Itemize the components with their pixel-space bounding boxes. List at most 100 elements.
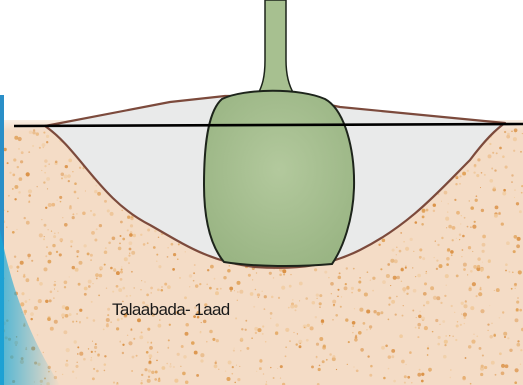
soil-speckle [340, 306, 342, 308]
soil-speckle [218, 369, 219, 370]
soil-speckle [444, 295, 446, 297]
soil-speckle [311, 365, 314, 368]
soil-speckle [487, 276, 490, 279]
soil-speckle [189, 286, 190, 287]
soil-speckle [164, 283, 167, 286]
soil-speckle [358, 331, 362, 335]
soil-speckle [403, 305, 404, 306]
soil-speckle [150, 292, 152, 294]
soil-speckle [480, 373, 483, 376]
soil-speckle [498, 212, 501, 215]
soil-speckle [461, 256, 462, 257]
soil-speckle [141, 374, 143, 376]
soil-speckle [503, 189, 506, 192]
soil-speckle [412, 310, 414, 312]
soil-speckle [65, 306, 69, 310]
soil-speckle [105, 247, 107, 249]
soil-speckle [124, 257, 128, 261]
soil-speckle [462, 249, 464, 251]
soil-speckle [44, 236, 45, 237]
soil-speckle [167, 347, 169, 349]
soil-speckle [119, 243, 121, 245]
soil-speckle [127, 335, 128, 336]
soil-speckle [229, 265, 231, 267]
soil-speckle [419, 248, 422, 251]
soil-speckle [44, 224, 47, 227]
soil-speckle [388, 319, 390, 321]
soil-speckle [389, 297, 392, 300]
soil-speckle [144, 281, 145, 282]
soil-speckle [39, 282, 43, 286]
soil-speckle [326, 359, 328, 361]
soil-speckle [169, 324, 171, 326]
soil-speckle [310, 326, 314, 330]
soil-speckle [226, 377, 230, 381]
soil-speckle [396, 247, 398, 249]
soil-speckle [277, 368, 278, 369]
soil-speckle [285, 328, 289, 332]
soil-speckle [110, 212, 114, 216]
soil-speckle [380, 311, 383, 314]
soil-speckle [423, 304, 425, 306]
soil-speckle [330, 282, 334, 286]
soil-speckle [482, 243, 486, 247]
soil-speckle [351, 287, 354, 290]
soil-speckle [46, 177, 50, 181]
soil-speckle [346, 267, 348, 269]
soil-speckle [173, 253, 176, 256]
soil-speckle [234, 290, 235, 291]
soil-speckle [74, 182, 77, 185]
soil-speckle [479, 288, 481, 290]
soil-speckle [337, 289, 339, 291]
soil-speckle [341, 296, 342, 297]
soil-speckle [245, 320, 247, 322]
soil-speckle [370, 365, 373, 368]
soil-speckle [464, 217, 466, 219]
soil-speckle [149, 358, 151, 360]
soil-speckle [427, 347, 429, 349]
soil-speckle [104, 200, 107, 203]
soil-speckle [59, 238, 63, 242]
soil-speckle [456, 175, 459, 178]
soil-speckle [316, 298, 317, 299]
soil-speckle [72, 171, 73, 172]
soil-speckle [133, 338, 135, 340]
soil-speckle [338, 276, 342, 280]
soil-speckle [474, 221, 476, 223]
soil-speckle [120, 221, 123, 224]
soil-speckle [122, 287, 125, 290]
soil-speckle [49, 299, 52, 302]
soil-speckle [299, 300, 300, 301]
soil-speckle [351, 292, 353, 294]
soil-speckle [511, 288, 513, 290]
soil-speckle [45, 255, 47, 257]
soil-speckle [520, 349, 522, 351]
soil-speckle [133, 234, 136, 237]
soil-speckle [469, 200, 470, 201]
soil-speckle [393, 276, 397, 280]
soil-speckle [446, 227, 447, 228]
soil-speckle [412, 267, 413, 268]
soil-speckle [366, 329, 368, 331]
soil-speckle [270, 312, 273, 315]
soil-speckle [9, 265, 13, 269]
soil-speckle [487, 323, 489, 325]
soil-speckle [236, 281, 240, 285]
soil-speckle [72, 213, 74, 215]
soil-speckle [324, 271, 327, 274]
soil-speckle [47, 188, 48, 189]
soil-speckle [303, 325, 307, 329]
soil-speckle [158, 379, 161, 382]
soil-speckle [155, 371, 158, 374]
soil-speckle [12, 188, 14, 190]
soil-speckle [319, 306, 320, 307]
soil-speckle [484, 366, 487, 369]
soil-speckle [110, 267, 113, 270]
soil-speckle [90, 210, 92, 212]
soil-speckle [447, 248, 450, 251]
soil-speckle [417, 336, 419, 338]
soil-speckle [76, 321, 78, 323]
soil-speckle [280, 365, 283, 368]
soil-speckle [97, 353, 99, 355]
soil-speckle [148, 376, 150, 378]
